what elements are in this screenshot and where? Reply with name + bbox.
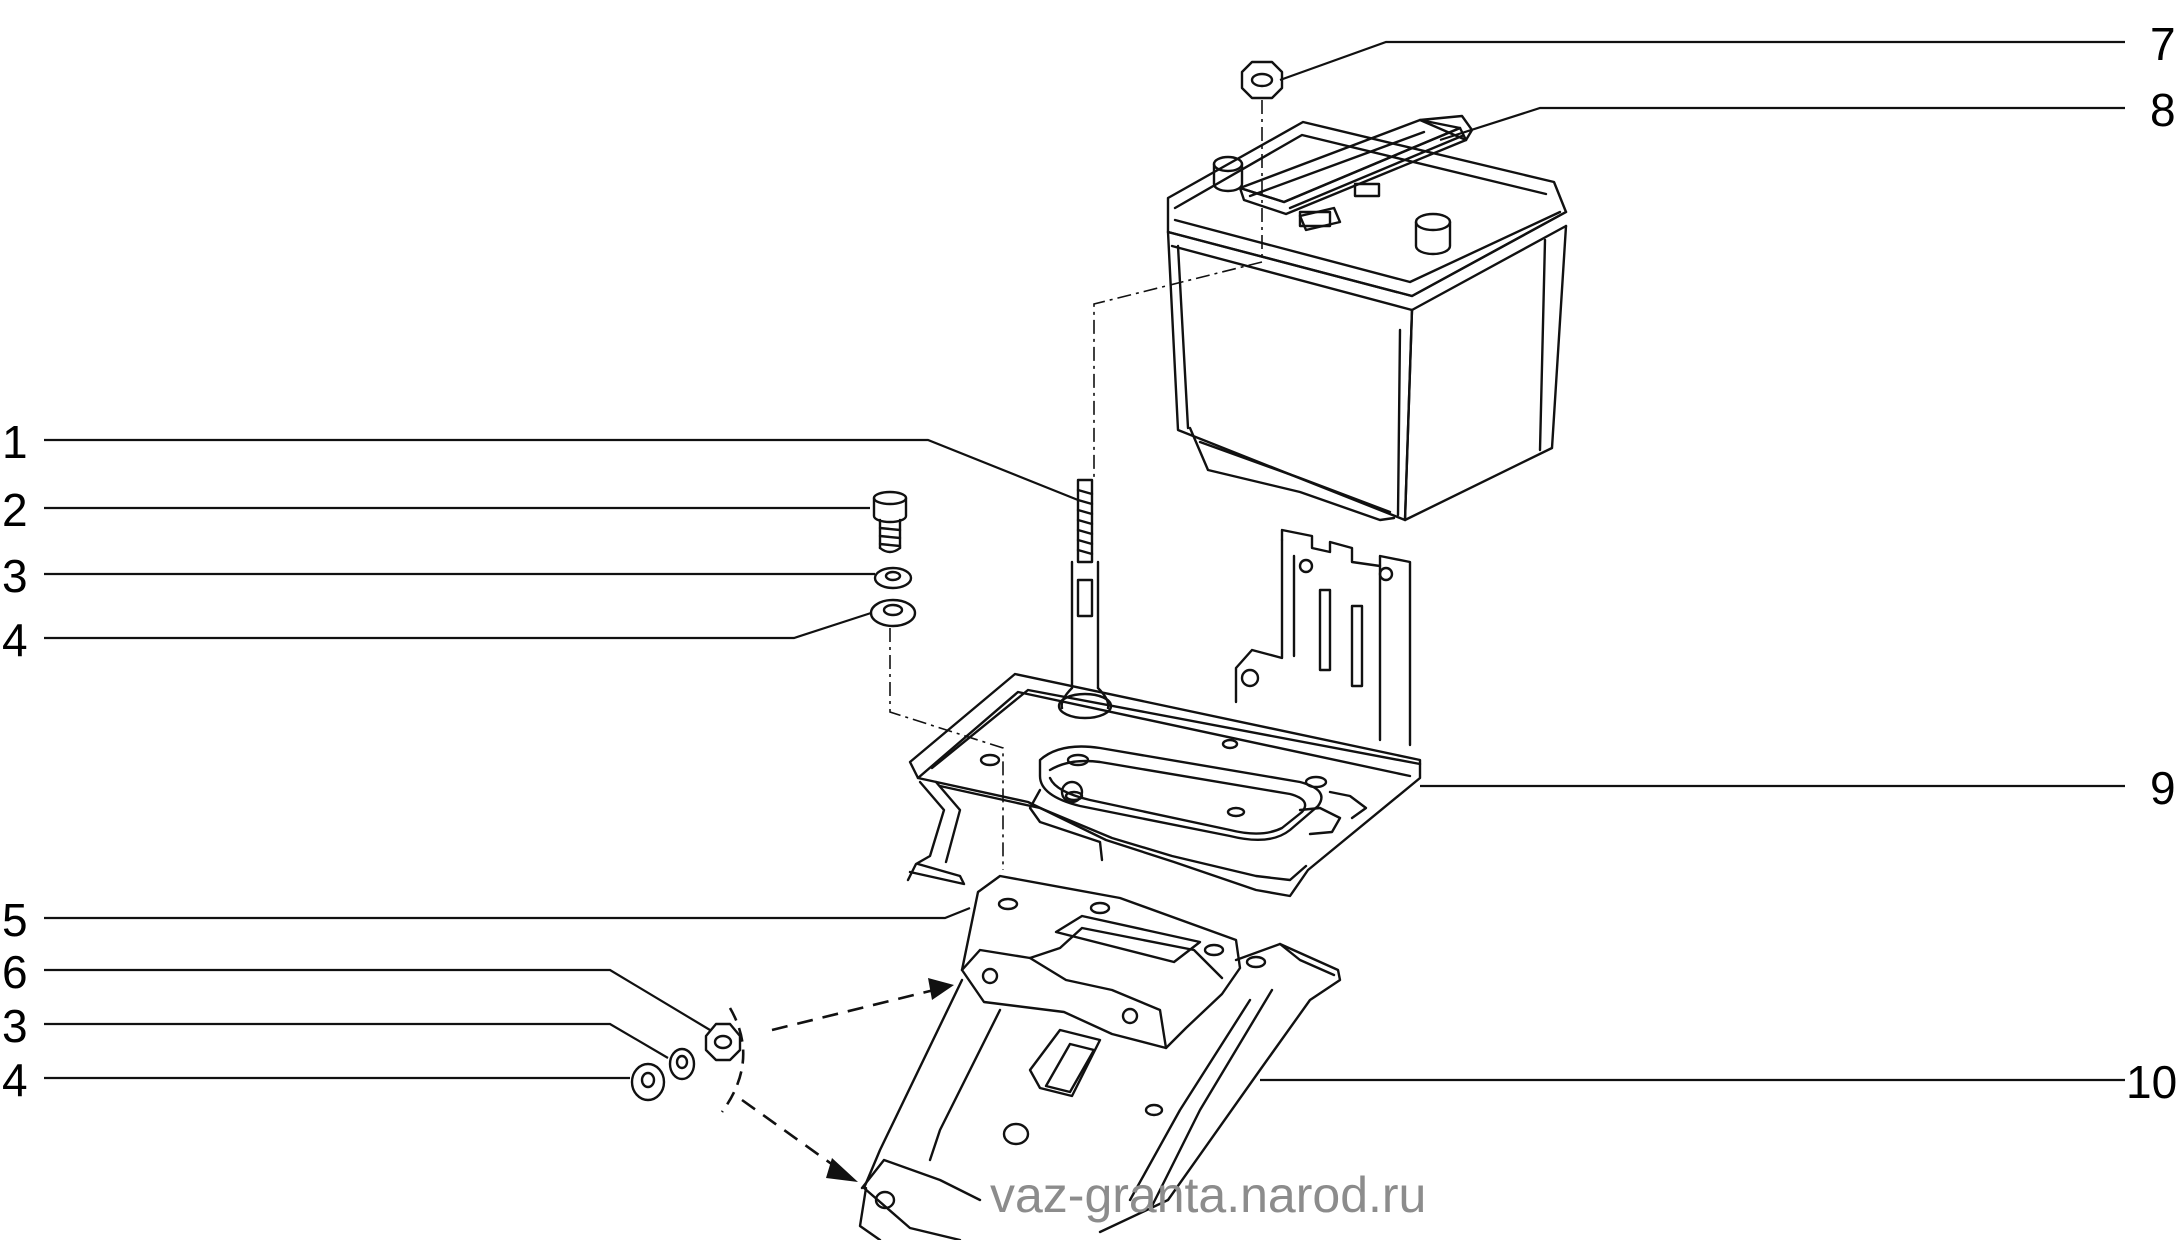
callout-numbers: 1 2 3 4 5 6 3 4 7 8 9 10 — [2, 18, 2177, 1108]
battery — [1166, 120, 1568, 522]
callout-6: 6 — [2, 946, 28, 998]
assembly-axes — [889, 100, 1263, 870]
mounting-plate — [858, 942, 1342, 1240]
callout-7: 7 — [2150, 18, 2176, 70]
callout-4-lower: 4 — [2, 1054, 28, 1106]
fastener-arrows — [720, 978, 954, 1182]
nut-lower — [704, 1022, 742, 1062]
spring-washer-upper — [873, 566, 913, 590]
callout-4-upper: 4 — [2, 614, 28, 666]
battery-tray — [906, 528, 1422, 898]
flat-washer-upper — [869, 598, 917, 628]
tray-bracket — [960, 874, 1242, 1050]
spring-washer-lower — [668, 1047, 696, 1081]
leader-lines — [44, 40, 2125, 1082]
flat-washer-lower — [630, 1062, 666, 1102]
watermark: vaz-granta.narod.ru — [990, 1167, 1426, 1223]
callout-3-lower: 3 — [2, 1000, 28, 1052]
bolt — [872, 490, 908, 554]
callout-5: 5 — [2, 894, 28, 946]
top-nut — [1240, 60, 1284, 100]
hold-down-stud — [1057, 478, 1113, 720]
callout-10: 10 — [2126, 1056, 2177, 1108]
callout-8: 8 — [2150, 84, 2176, 136]
hold-down-bar — [1238, 114, 1474, 232]
callout-2: 2 — [2, 484, 28, 536]
callout-3-upper: 3 — [2, 550, 28, 602]
callout-9: 9 — [2150, 762, 2176, 814]
callout-1: 1 — [2, 416, 28, 468]
